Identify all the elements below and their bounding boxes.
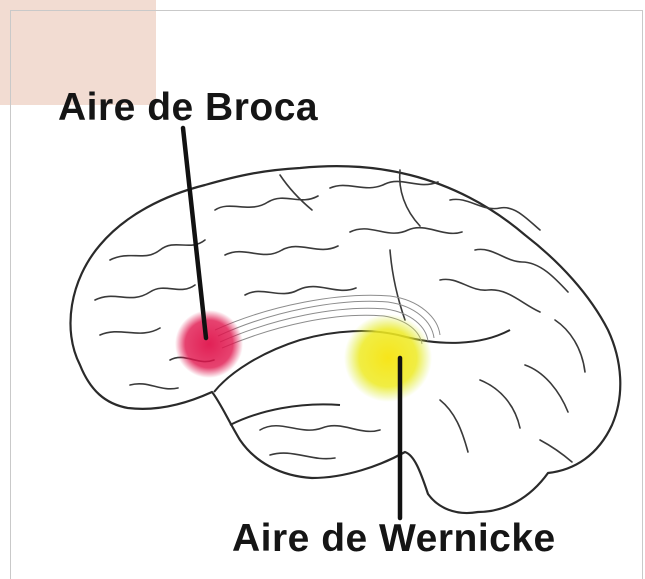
broca-area-label: Aire de Broca [58,86,318,130]
broca-area-highlight [175,310,243,378]
brain-outline [70,166,620,513]
wernicke-area-highlight [344,314,432,402]
wernicke-area-label: Aire de Wernicke [232,517,556,561]
